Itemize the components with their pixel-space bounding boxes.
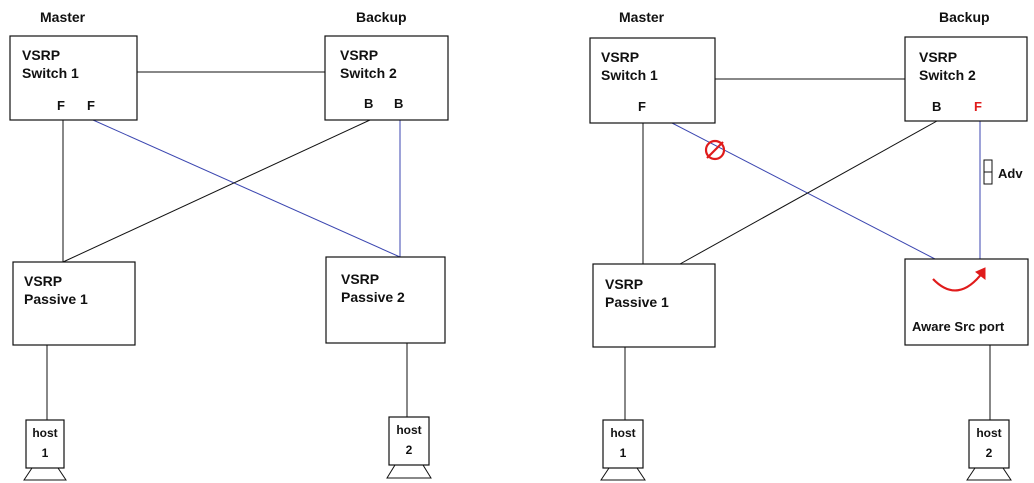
blocked-icon [704,139,726,161]
left-host1: host 1 [23,419,67,481]
right-master-label: Master [619,9,665,25]
left-switch2-line1: VSRP [340,47,378,63]
right-switch2-port-a: B [932,99,941,114]
left-switch2-box [324,35,449,121]
right-switch1-port-a: F [638,99,646,114]
right-host2-line1: host [976,426,1001,440]
right-diagram: Master Backup Adv VSRP Switch 1 F [589,9,1029,481]
left-backup-label: Backup [356,9,407,25]
right-host2-stand-icon [966,467,1012,481]
left-switch1-port-b: F [87,98,95,113]
adv-label: Adv [998,166,1023,181]
left-passive1: VSRP Passive 1 [12,261,136,346]
left-passive2: VSRP Passive 2 [325,256,446,344]
right-aware-label: Aware Src port [912,319,1005,334]
right-switch2-box [904,36,1028,122]
left-passive2-line2: Passive 2 [341,289,405,305]
right-link-switch1-aware [671,122,936,260]
right-host1-stand-icon [600,467,646,481]
right-aware-src-port: Aware Src port [904,258,1029,346]
adv-packet: Adv [983,159,1023,185]
left-switch2: VSRP Switch 2 B B [324,35,449,121]
left-switch1-line1: VSRP [22,47,60,63]
loopback-arrow-icon [932,271,984,292]
left-master-label: Master [40,9,86,25]
left-passive2-line1: VSRP [341,271,379,287]
right-host2-monitor-icon [968,419,1010,469]
right-switch2-line1: VSRP [919,49,957,65]
right-passive1-line2: Passive 1 [605,294,669,310]
left-switch1: VSRP Switch 1 F F [9,35,138,121]
left-switch1-port-a: F [57,98,65,113]
left-passive1-line1: VSRP [24,273,62,289]
left-switch1-box [9,35,138,121]
left-host2-line1: host [396,423,421,437]
right-switch1-box [589,37,716,124]
right-switch1-line1: VSRP [601,49,639,65]
right-switch1: VSRP Switch 1 F [589,37,716,124]
left-host1-line1: host [32,426,57,440]
right-host1-line2: 1 [620,446,627,460]
left-host2-line2: 2 [406,443,413,457]
right-host1: host 1 [600,419,646,481]
right-aware-box [904,258,1029,346]
left-switch2-port-a: B [364,96,373,111]
right-link-switch2-passive1 [679,120,938,265]
left-link-switch1-passive2 [92,119,401,258]
left-passive1-box [12,261,136,346]
left-host2-monitor-icon [388,416,430,466]
right-host2: host 2 [966,419,1012,481]
left-switch2-port-b: B [394,96,403,111]
left-host2-stand-icon [386,464,432,479]
left-diagram: Master Backup VSRP Switch 1 F F VSRP Swi… [9,9,449,481]
left-switch2-line2: Switch 2 [340,65,397,81]
left-switch1-line2: Switch 1 [22,65,79,81]
right-switch2-port-b: F [974,99,982,114]
right-host2-line2: 2 [986,446,993,460]
left-host1-monitor-icon [25,419,65,469]
loopback-arrowhead-icon [975,267,986,281]
right-passive1-line1: VSRP [605,276,643,292]
left-passive1-line2: Passive 1 [24,291,88,307]
right-host1-monitor-icon [602,419,644,469]
left-host1-stand-icon [23,467,67,481]
right-passive1-box [592,263,716,348]
right-host1-line1: host [610,426,635,440]
left-host2: host 2 [386,416,432,479]
left-link-switch2-passive1 [62,119,371,263]
right-switch2-line2: Switch 2 [919,67,976,83]
right-switch1-line2: Switch 1 [601,67,658,83]
left-host1-line2: 1 [42,446,49,460]
right-passive1: VSRP Passive 1 [592,263,716,348]
right-switch2: VSRP Switch 2 B F [904,36,1028,122]
right-backup-label: Backup [939,9,990,25]
left-passive2-box [325,256,446,344]
